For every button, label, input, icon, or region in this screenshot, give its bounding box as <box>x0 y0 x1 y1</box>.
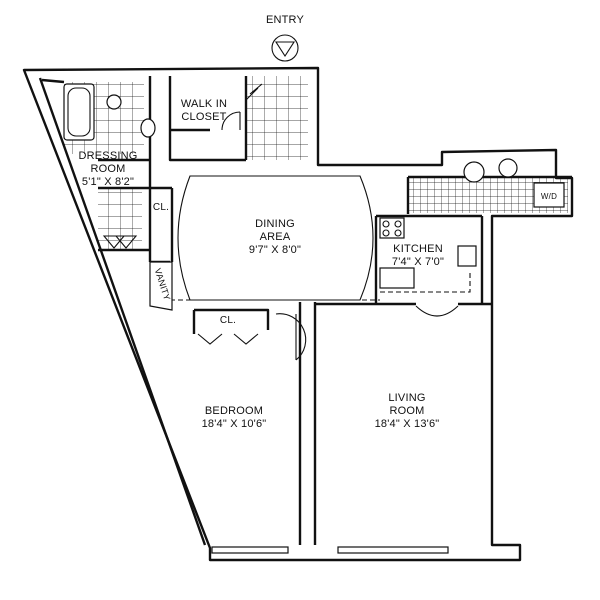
toilet-icon <box>140 118 156 138</box>
sink-icon <box>106 94 122 110</box>
kitchen-name: KITCHEN <box>393 243 443 255</box>
fridge-icon <box>457 245 477 267</box>
laundry-basin-icon <box>498 158 518 178</box>
entry-door-swing <box>245 83 263 101</box>
bedroom-door-swing <box>275 313 307 361</box>
closet-dressing-walls <box>150 186 174 262</box>
laundry-walls <box>406 175 572 214</box>
kitchen-walls <box>374 214 484 304</box>
living-door-swing <box>415 305 459 317</box>
washer-dryer-box <box>533 182 565 208</box>
closet-bedroom-label: CL. <box>219 315 237 326</box>
closet-tile-floor <box>246 76 308 160</box>
stove-icon <box>379 217 405 239</box>
dressing-room-walls <box>98 76 170 264</box>
dressing-room-name-1: DRESSING <box>78 150 138 162</box>
closet-door-swing <box>221 111 241 131</box>
closet-dressing-label: CL. <box>152 202 170 213</box>
exterior-wall <box>22 66 574 562</box>
closet-bifold-doors <box>197 333 259 345</box>
interior-wall-outer-left <box>41 78 65 84</box>
bedroom-name: BEDROOM <box>204 405 264 417</box>
dining-area-dims: 9'7" X 8'0" <box>248 244 302 256</box>
vanity-counter <box>149 261 173 311</box>
dressing-room-lower-tile <box>98 188 142 250</box>
laundry-sink-icon <box>463 161 485 183</box>
living-room-name-1: LIVING <box>388 392 426 404</box>
dressing-room-dims: 5'1" X 8'2" <box>81 176 135 188</box>
dining-area-name-2: AREA <box>259 231 291 243</box>
walk-in-closet-name-2: CLOSET <box>181 111 227 123</box>
kitchen-dims: 7'4" X 7'0" <box>391 256 445 268</box>
walk-in-closet-walls <box>168 76 248 162</box>
exterior-wall-inner-edge <box>38 77 207 546</box>
bedroom-window <box>211 546 289 554</box>
dressing-door-swing-2 <box>114 235 138 249</box>
bedroom-closet-walls <box>192 308 270 334</box>
burner-3 <box>382 229 390 237</box>
dressing-room-name-2: ROOM <box>90 163 126 175</box>
kitchen-counter-dash <box>380 270 471 293</box>
living-room-dims: 18'4" X 13'6" <box>374 418 440 430</box>
burner-1 <box>382 220 390 228</box>
burner-4 <box>394 229 402 237</box>
entry-label: ENTRY <box>265 14 305 26</box>
living-window <box>337 546 449 554</box>
bathtub-basin <box>67 87 91 137</box>
walk-in-closet-name-1: WALK IN <box>180 98 228 110</box>
dining-area-outline <box>177 175 374 301</box>
bedroom-living-wall <box>298 302 317 545</box>
bedroom-dims: 18'4" X 10'6" <box>201 418 267 430</box>
bathtub-icon <box>63 83 95 141</box>
living-room-name-2: ROOM <box>389 405 425 417</box>
entry-marker-icon <box>271 34 299 62</box>
dining-area-name-1: DINING <box>255 218 295 230</box>
burner-2 <box>394 220 402 228</box>
washer-dryer-label: W/D <box>540 192 558 201</box>
dressing-door-swing <box>102 235 126 249</box>
kitchen-counter <box>379 267 415 289</box>
